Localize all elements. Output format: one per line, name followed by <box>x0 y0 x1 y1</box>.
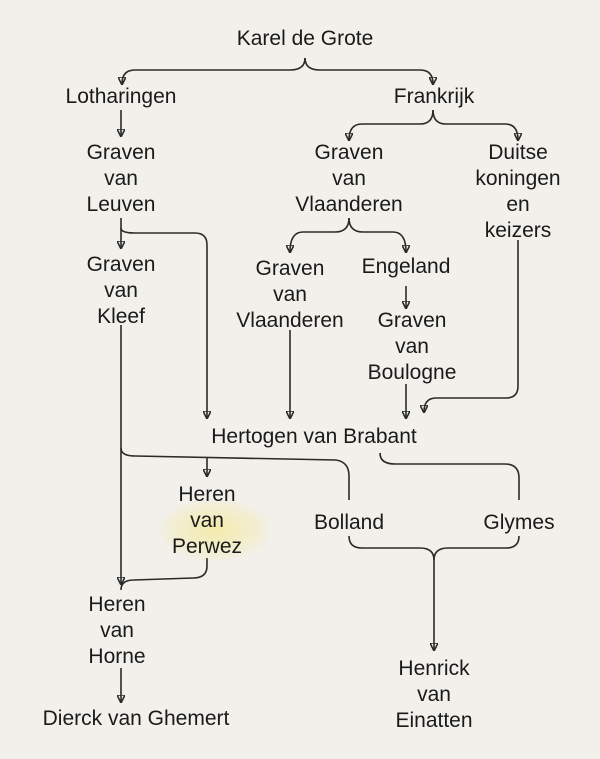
node-heren-van-horne: Heren van Horne <box>88 593 146 668</box>
edge-duitse-hertogen <box>424 240 519 412</box>
edge-vlaanderen-vlaanderen2 <box>290 217 350 252</box>
node-glymes: Glymes <box>483 511 555 534</box>
edge-kleef-bolland <box>120 447 350 500</box>
node-henrick-van-einatten: Henrick van Einatten <box>395 657 473 732</box>
edge-frankrijk-duitse <box>432 109 518 140</box>
edge-glymes-henrick <box>433 535 520 561</box>
node-graven-van-vlaanderen: Graven van Vlaanderen <box>295 141 403 216</box>
edge-leuven-hertogen <box>120 227 207 418</box>
node-engeland: Engeland <box>361 255 451 278</box>
node-graven-van-leuven: Graven van Leuven <box>86 141 156 216</box>
edge-karel-frankrijk <box>304 57 433 84</box>
node-graven-van-kleef: Graven van Kleef <box>86 253 156 328</box>
node-dierck-van-ghemert: Dierck van Ghemert <box>42 707 230 730</box>
node-lotharingen: Lotharingen <box>65 85 177 108</box>
node-heren-van-perwez: Heren van Perwez <box>171 483 243 558</box>
node-hertogen-van-brabant: Hertogen van Brabant <box>211 425 417 448</box>
edge-perwez-horne <box>120 558 208 591</box>
edge-karel-lotharingen <box>122 57 306 84</box>
node-frankrijk: Frankrijk <box>393 85 475 108</box>
node-graven-van-vlaanderen-2: Graven van Vlaanderen <box>236 257 344 332</box>
edge-frankrijk-vlaanderen <box>349 109 434 140</box>
node-duitse-koningen-en-keizers: Duitse koningen en keizers <box>475 141 561 242</box>
edge-vlaanderen-engeland <box>348 217 406 252</box>
node-graven-van-boulogne: Graven van Boulogne <box>367 309 457 384</box>
edge-hertogen-glymes <box>379 452 520 500</box>
highlight-mark <box>160 500 270 560</box>
edge-bolland-henrick <box>348 535 434 650</box>
node-bolland: Bolland <box>313 511 385 534</box>
node-karel-de-grote: Karel de Grote <box>236 27 374 50</box>
